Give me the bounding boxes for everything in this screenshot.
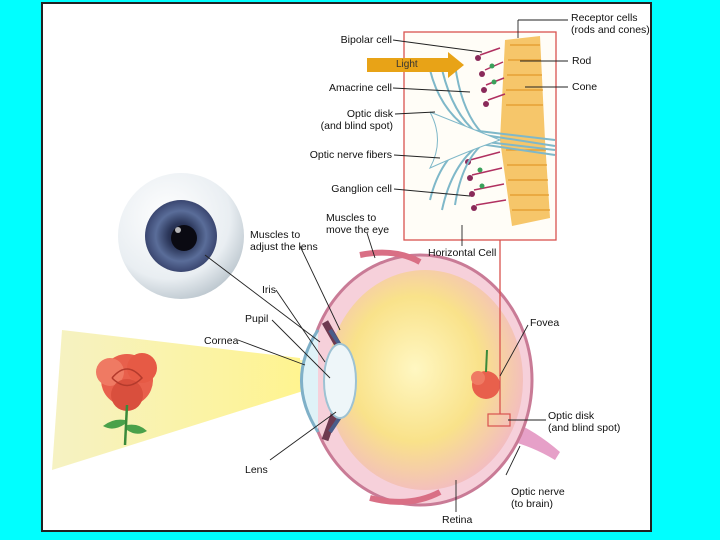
- label-muscles-move-line1: Muscles to: [326, 212, 377, 224]
- label-cone: Cone: [572, 81, 598, 93]
- label-bipolar-cell: Bipolar cell: [340, 34, 392, 46]
- label-receptor-cells-line2: (rods and cones): [571, 24, 650, 36]
- label-optic-nerve-line2: (to brain): [511, 498, 554, 510]
- label-iris: Iris: [262, 284, 276, 296]
- label-receptor-cells-line1: Receptor cells: [571, 12, 638, 24]
- label-horizontal-cell: Horizontal Cell: [428, 247, 497, 259]
- label-amacrine-cell: Amacrine cell: [328, 82, 392, 94]
- label-optic-disk-top-line1: Optic disk: [346, 108, 393, 120]
- label-rod: Rod: [572, 55, 592, 67]
- retina-detail-inset: [403, 31, 557, 414]
- label-cornea: Cornea: [204, 335, 239, 347]
- label-optic-disk-top-line2: (and blind spot): [320, 120, 393, 132]
- label-optic-nerve-line1: Optic nerve: [511, 486, 565, 498]
- label-optic-disk-bottom-line2: (and blind spot): [548, 422, 621, 434]
- label-ganglion-cell: Ganglion cell: [331, 183, 392, 195]
- label-optic-disk-bottom: Optic disk (and blind spot): [548, 410, 620, 434]
- label-muscles-lens-line1: Muscles to: [250, 229, 301, 241]
- label-light: Light: [396, 59, 418, 70]
- label-optic-nerve: Optic nerve (to brain): [511, 486, 565, 510]
- label-optic-disk-bottom-line1: Optic disk: [548, 410, 595, 422]
- label-muscles-move-eye: Muscles to move the eye: [326, 212, 389, 236]
- rose-object: [96, 353, 157, 446]
- leader-lines: [204, 19, 568, 512]
- label-fovea: Fovea: [530, 317, 560, 329]
- label-retina: Retina: [442, 514, 473, 526]
- label-muscles-lens-line2: adjust the lens: [250, 241, 318, 253]
- label-muscles-adjust-lens: Muscles to adjust the lens: [250, 229, 318, 253]
- label-receptor-cells: Receptor cells (rods and cones): [571, 12, 650, 36]
- label-pupil: Pupil: [245, 313, 269, 325]
- eye-cross-section: [300, 249, 560, 507]
- label-muscles-move-line2: move the eye: [326, 224, 390, 236]
- label-optic-nerve-fibers: Optic nerve fibers: [309, 149, 392, 161]
- label-optic-disk-top: Optic disk (and blind spot): [300, 108, 393, 132]
- label-lens: Lens: [245, 464, 268, 476]
- eyeball-front: [118, 173, 244, 299]
- light-arrow: [367, 52, 464, 78]
